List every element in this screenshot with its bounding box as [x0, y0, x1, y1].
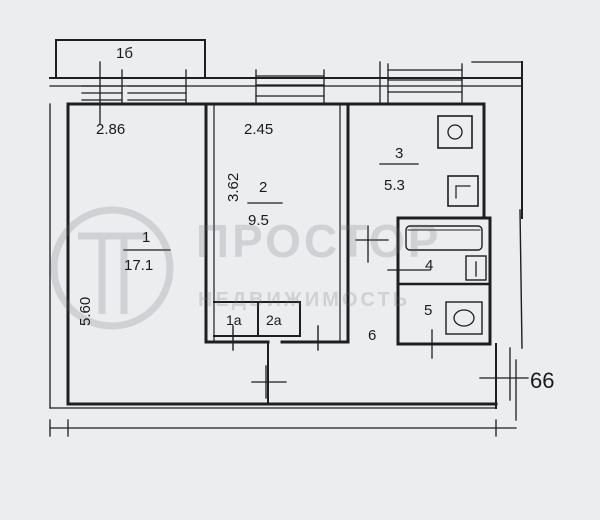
hall-number: 6	[368, 327, 377, 344]
room-2-walls	[204, 102, 350, 344]
room-5-number: 5	[424, 302, 433, 319]
kitchen-sink	[437, 115, 473, 149]
watermark-logo	[50, 206, 174, 330]
closet-1a-label: 1а	[226, 312, 242, 328]
room-1-area: 17.1	[124, 257, 154, 274]
bathtub	[405, 225, 483, 251]
balcony-label: 1б	[116, 45, 133, 62]
room-2-length: 3.62	[225, 172, 242, 202]
room-3-number: 3	[395, 145, 404, 162]
room-1-length: 5.60	[77, 296, 94, 326]
room-2-area: 9.5	[248, 212, 269, 229]
watermark-subtitle: НЕДВИЖИМОСТЬ	[198, 289, 411, 311]
apartment-number: 66	[530, 368, 555, 393]
room-1-number: 1	[142, 229, 151, 246]
closet-walls	[213, 301, 301, 337]
balcony-outline	[55, 39, 206, 79]
room-2-number: 2	[259, 179, 268, 196]
room-2-width: 2.45	[244, 121, 274, 138]
room-4-number: 4	[425, 257, 434, 274]
room-1-width: 2.86	[96, 121, 126, 138]
closet-2a-label: 2а	[266, 312, 282, 328]
toilet	[465, 255, 487, 281]
bathroom-walls	[396, 216, 492, 346]
sink-5	[445, 301, 483, 335]
watermark-brand: ПРОСТОР	[196, 215, 442, 267]
window-frames	[81, 61, 523, 105]
room-3-area: 5.3	[384, 177, 405, 194]
stove	[447, 175, 479, 207]
